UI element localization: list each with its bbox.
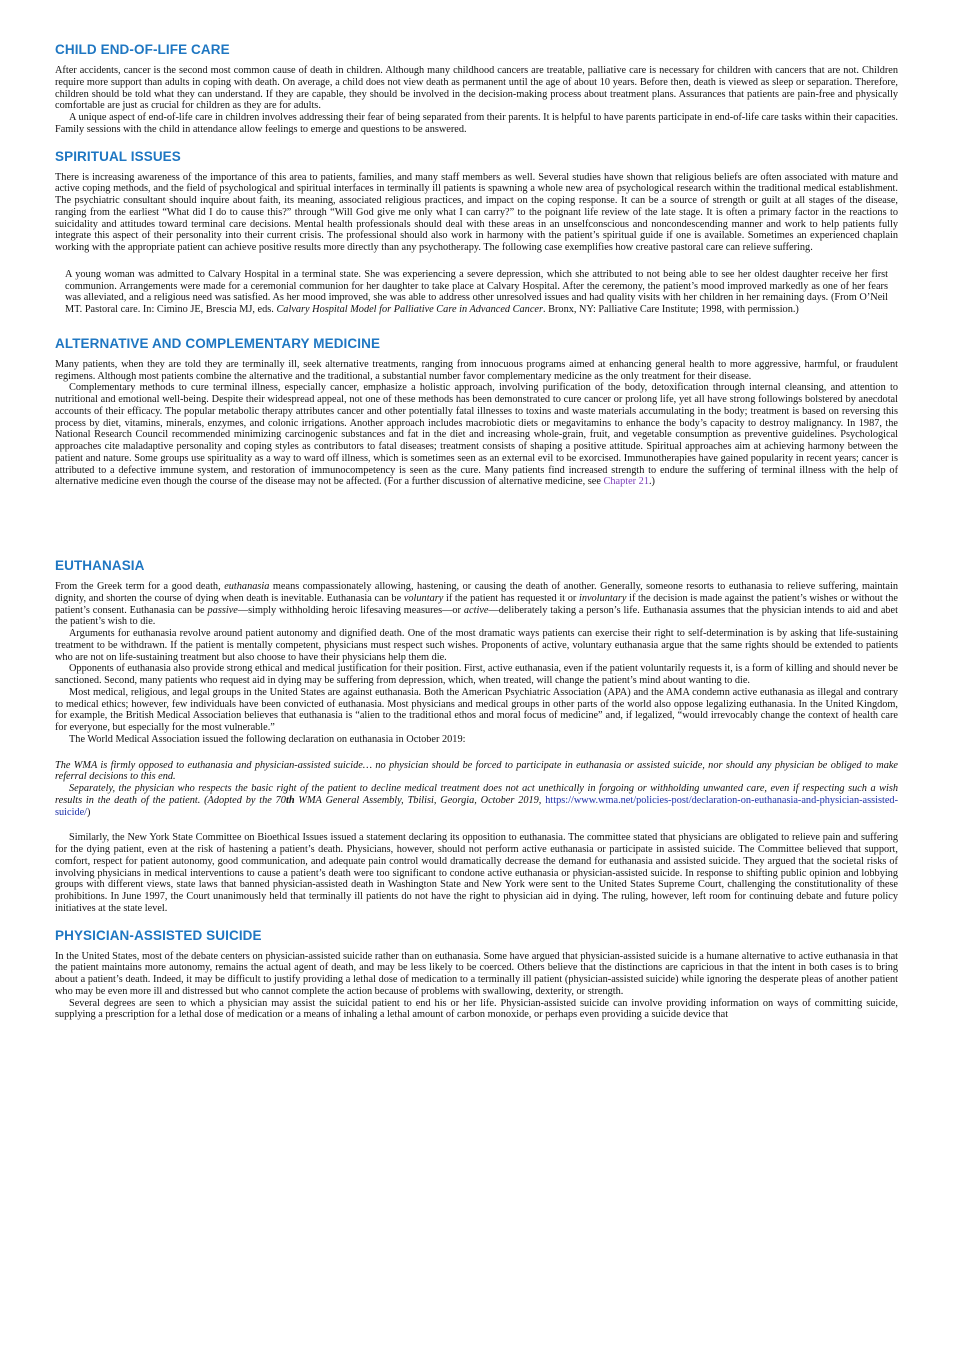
paren-close: ) bbox=[87, 806, 91, 818]
quote-text: Separately, the physician who respects t… bbox=[55, 783, 898, 806]
section-alternative-medicine: ALTERNATIVE AND COMPLEMENTARY MEDICINE M… bbox=[55, 336, 898, 488]
term-passive: passive bbox=[207, 604, 238, 616]
paragraph: Many patients, when they are told they a… bbox=[55, 358, 898, 382]
ordinal-suffix: th bbox=[285, 794, 295, 806]
paragraph: Opponents of euthanasia also provide str… bbox=[55, 663, 898, 686]
case-citation-end: . Bronx, NY: Palliative Care Institute; … bbox=[542, 304, 799, 315]
text: if the decision is made against the pati… bbox=[55, 592, 898, 616]
text: From the Greek term for a good death, bbox=[55, 581, 225, 592]
paragraph: From the Greek term for a good death, eu… bbox=[55, 581, 898, 628]
text: —deliberately taking a person’s life. Eu… bbox=[55, 604, 898, 628]
paragraph: The World Medical Association issued the… bbox=[69, 733, 466, 745]
paragraph: In the United States, most of the debate… bbox=[55, 950, 898, 997]
heading-child-end-of-life-care: CHILD END-OF-LIFE CARE bbox=[55, 42, 230, 57]
term-voluntary: voluntary bbox=[403, 592, 444, 604]
section-euthanasia: EUTHANASIA From the Greek term for a goo… bbox=[55, 558, 898, 915]
heading-spiritual-issues: SPIRITUAL ISSUES bbox=[55, 148, 181, 164]
quote-paragraph: Separately, the physician who respects t… bbox=[55, 783, 898, 818]
term-involuntary: involuntary bbox=[578, 592, 627, 604]
term-euthanasia: euthanasia bbox=[224, 581, 270, 592]
chapter-21-link[interactable]: Chapter 21 bbox=[603, 476, 649, 488]
quote-paragraph: The WMA is firmly opposed to euthanasia … bbox=[55, 759, 898, 783]
case-example: A young woman was admitted to Calvary Ho… bbox=[55, 254, 898, 316]
section-physician-assisted-suicide: PHYSICIAN-ASSISTED SUICIDE In the United… bbox=[55, 928, 898, 1022]
paragraph: Most medical, religious, and legal group… bbox=[55, 686, 898, 733]
wma-declaration-quote: The WMA is firmly opposed to euthanasia … bbox=[55, 760, 898, 819]
paragraph: Arguments for euthanasia revolve around … bbox=[55, 628, 898, 663]
adoption-note: WMA General Assembly, Tbilisi, Georgia, … bbox=[294, 794, 542, 806]
paragraph-end: .) bbox=[648, 476, 655, 488]
paragraph: A unique aspect of end-of-life care in c… bbox=[55, 112, 898, 135]
paragraph: Complementary methods to cure terminal i… bbox=[55, 382, 898, 488]
heading-physician-assisted-suicide: PHYSICIAN-ASSISTED SUICIDE bbox=[55, 927, 262, 943]
case-book-title: Calvary Hospital Model for Palliative Ca… bbox=[276, 304, 543, 315]
heading-alternative-medicine: ALTERNATIVE AND COMPLEMENTARY MEDICINE bbox=[55, 335, 381, 351]
section-child-end-of-life-care: CHILD END-OF-LIFE CARE After accidents, … bbox=[55, 42, 898, 136]
heading-euthanasia: EUTHANASIA bbox=[55, 558, 145, 573]
text: —simply withholding heroic lifesaving me… bbox=[237, 604, 464, 616]
paragraph: Several degrees are seen to which a phys… bbox=[55, 997, 898, 1021]
paragraph: Similarly, the New York State Committee … bbox=[55, 832, 898, 914]
case-text: A young woman was admitted to Calvary Ho… bbox=[65, 268, 888, 315]
paragraph: After accidents, cancer is the second mo… bbox=[55, 65, 898, 112]
paragraph: There is increasing awareness of the imp… bbox=[55, 171, 898, 254]
text: if the patient has requested it or bbox=[443, 592, 579, 604]
adoption-note: Adopted by the 70 bbox=[207, 794, 286, 806]
case-paragraph: A young woman was admitted to Calvary Ho… bbox=[65, 269, 888, 316]
text: means compassionately allowing, hastenin… bbox=[55, 581, 898, 604]
term-active: active bbox=[463, 604, 489, 616]
paragraph-text: Complementary methods to cure terminal i… bbox=[55, 382, 898, 488]
section-spiritual-issues: SPIRITUAL ISSUES There is increasing awa… bbox=[55, 149, 898, 316]
wma-declaration-link[interactable]: https://www.wma.net/policies-post/declar… bbox=[55, 794, 898, 818]
